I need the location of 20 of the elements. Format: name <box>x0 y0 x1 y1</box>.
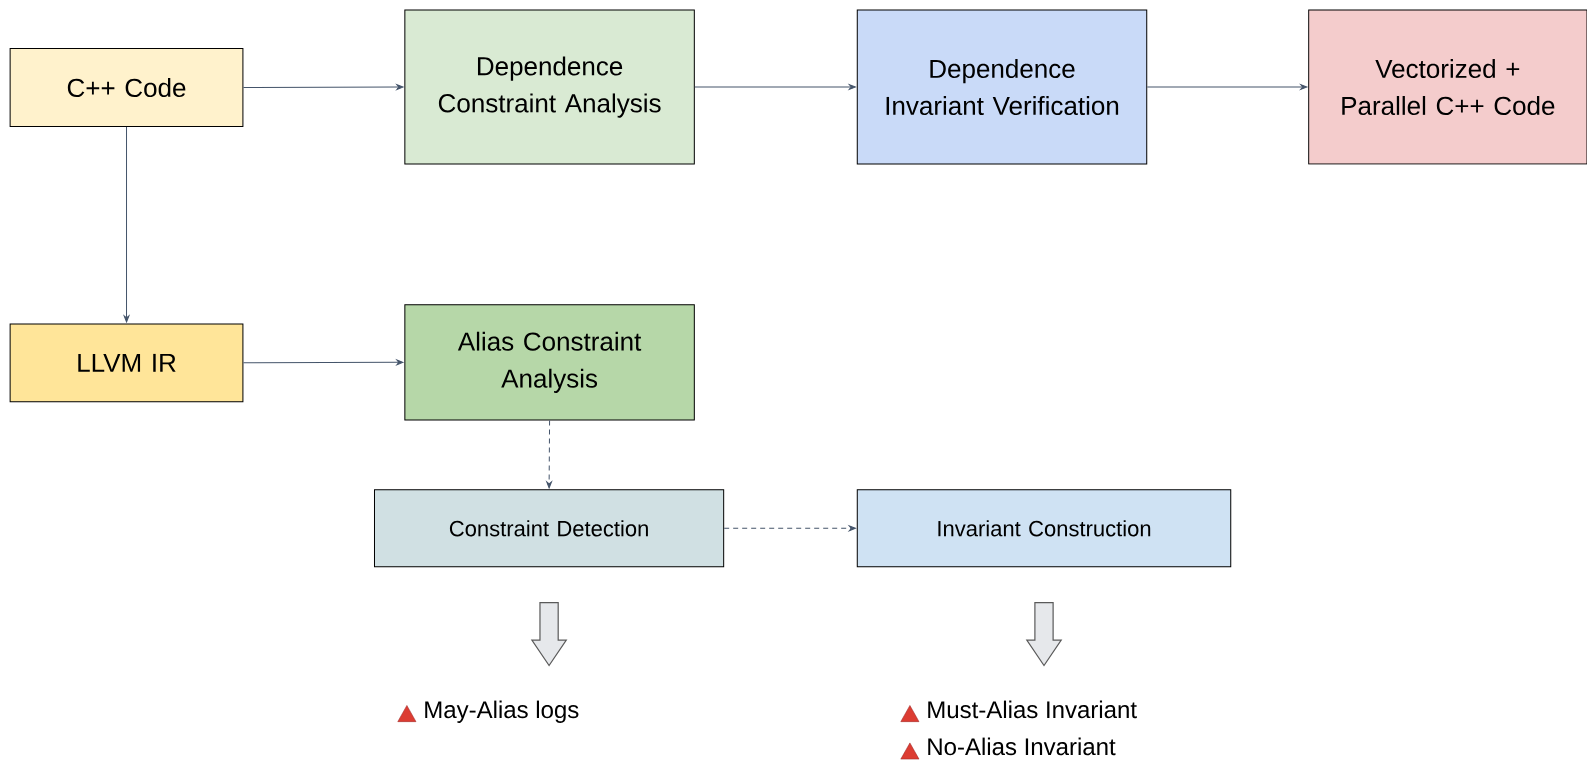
process-box: Constraint Detection <box>374 489 725 568</box>
process-box: Dependence Constraint Analysis <box>404 9 695 165</box>
process-box: Alias Constraint Analysis <box>404 304 695 421</box>
process-box: Vectorized + Parallel C++ Code <box>1308 9 1587 165</box>
process-box: Invariant Construction <box>856 489 1232 568</box>
bullet-item: Must-Alias Invariant <box>928 700 1137 719</box>
process-box: LLVM IR <box>9 323 244 403</box>
arrow <box>694 84 856 90</box>
bullet-item: May-Alias logs <box>425 700 579 723</box>
bullet-item: No-Alias Invariant <box>928 737 1116 756</box>
arrow <box>546 419 552 489</box>
arrow <box>723 525 856 532</box>
arrow <box>123 126 130 323</box>
arrow <box>242 84 404 90</box>
block-arrow <box>1025 602 1063 667</box>
arrow <box>242 359 404 366</box>
process-box: C++ Code <box>9 48 244 127</box>
block-arrow <box>530 602 568 667</box>
arrow <box>1146 84 1308 90</box>
process-box: Dependence Invariant Verification <box>856 9 1148 165</box>
